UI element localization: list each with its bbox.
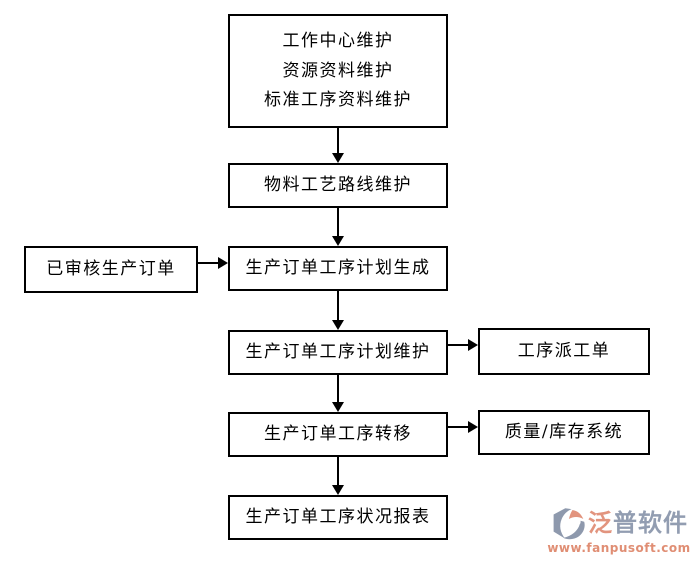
- node-routing-label: 物料工艺路线维护: [264, 175, 412, 196]
- node-status-report: 生产订单工序状况报表: [228, 495, 448, 540]
- node-plan-generate: 生产订单工序计划生成: [228, 246, 448, 291]
- arrow-master-to-routing: [332, 128, 344, 163]
- arrow-head-down-icon: [332, 402, 344, 412]
- node-master-data-line2: 资源资料维护: [282, 60, 394, 81]
- arrow-generate-to-maintain: [332, 291, 344, 330]
- fanpu-logo-brand: 泛普软件: [588, 510, 688, 536]
- node-plan-maintain: 生产订单工序计划维护: [228, 330, 448, 375]
- node-quality-inventory: 质量/库存系统: [478, 410, 650, 455]
- node-process-transfer-label: 生产订单工序转移: [264, 424, 412, 445]
- arrow-approved-to-generate: [198, 257, 228, 269]
- node-plan-generate-label: 生产订单工序计划生成: [245, 258, 431, 279]
- arrow-head-right-icon: [468, 421, 478, 433]
- arrow-routing-to-generate: [332, 208, 344, 246]
- node-routing: 物料工艺路线维护: [228, 163, 448, 208]
- arrow-maintain-to-dispatch: [448, 339, 478, 351]
- arrow-head-down-icon: [332, 485, 344, 495]
- node-approved-order-label: 已审核生产订单: [46, 259, 176, 280]
- arrow-head-down-icon: [332, 320, 344, 330]
- fanpu-logo-url: www.fanpusoft.com: [547, 541, 691, 555]
- node-process-transfer: 生产订单工序转移: [228, 412, 448, 457]
- arrow-head-down-icon: [332, 153, 344, 163]
- arrow-transfer-to-quality: [448, 421, 478, 433]
- brand-char-fan: 泛: [588, 509, 613, 538]
- node-dispatch-order: 工序派工单: [478, 328, 650, 375]
- node-master-data-line3: 标准工序资料维护: [264, 90, 412, 111]
- node-master-data-line1: 工作中心维护: [282, 31, 394, 52]
- arrow-head-right-icon: [468, 339, 478, 351]
- arrow-line: [337, 128, 339, 153]
- arrow-line: [337, 375, 339, 402]
- arrow-line: [198, 262, 219, 264]
- node-dispatch-order-label: 工序派工单: [517, 341, 611, 362]
- arrow-line: [448, 344, 469, 346]
- node-master-data: 工作中心维护 资源资料维护 标准工序资料维护: [228, 14, 448, 128]
- node-approved-order: 已审核生产订单: [24, 246, 198, 293]
- arrow-line: [337, 291, 339, 320]
- arrow-line: [448, 426, 469, 428]
- fanpu-logo: 泛普软件 www.fanpusoft.com: [547, 507, 691, 555]
- node-quality-inventory-label: 质量/库存系统: [504, 422, 624, 443]
- node-status-report-label: 生产订单工序状况报表: [245, 507, 431, 528]
- node-plan-maintain-label: 生产订单工序计划维护: [245, 342, 431, 363]
- arrow-head-down-icon: [332, 236, 344, 246]
- fanpu-logo-icon: [553, 508, 585, 540]
- brand-chars-pusoft: 普软件: [613, 509, 688, 538]
- arrow-line: [337, 457, 339, 485]
- arrow-line: [337, 208, 339, 236]
- arrow-transfer-to-report: [332, 457, 344, 495]
- arrow-maintain-to-transfer: [332, 375, 344, 412]
- arrow-head-right-icon: [218, 257, 228, 269]
